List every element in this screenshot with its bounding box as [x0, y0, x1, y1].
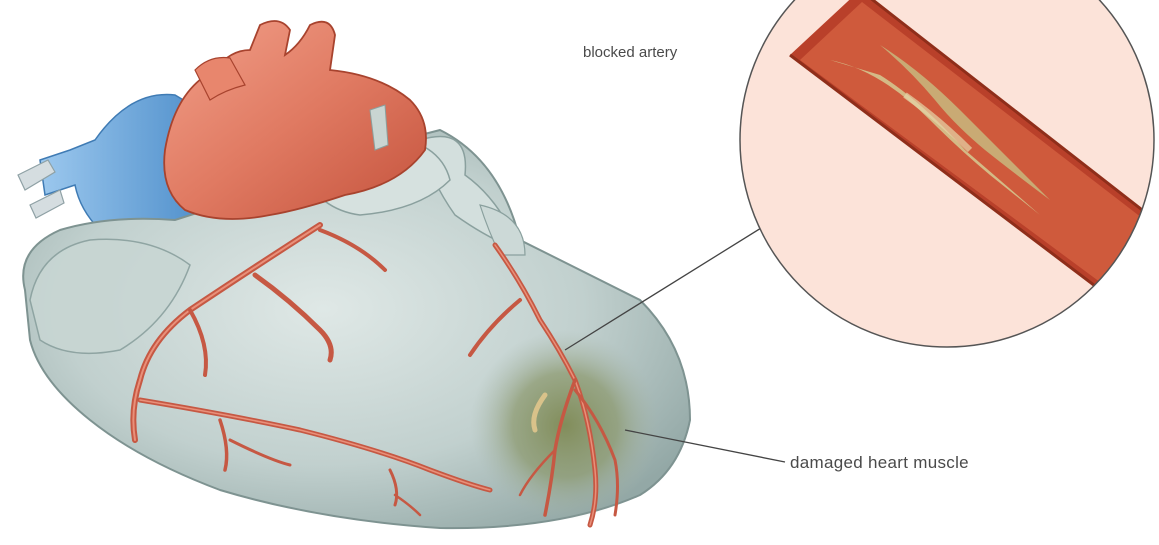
damaged-heart-muscle-label: damaged heart muscle: [790, 453, 969, 473]
magnified-artery-icon: [735, 0, 1159, 350]
blocked-artery-label: blocked artery: [583, 44, 677, 61]
